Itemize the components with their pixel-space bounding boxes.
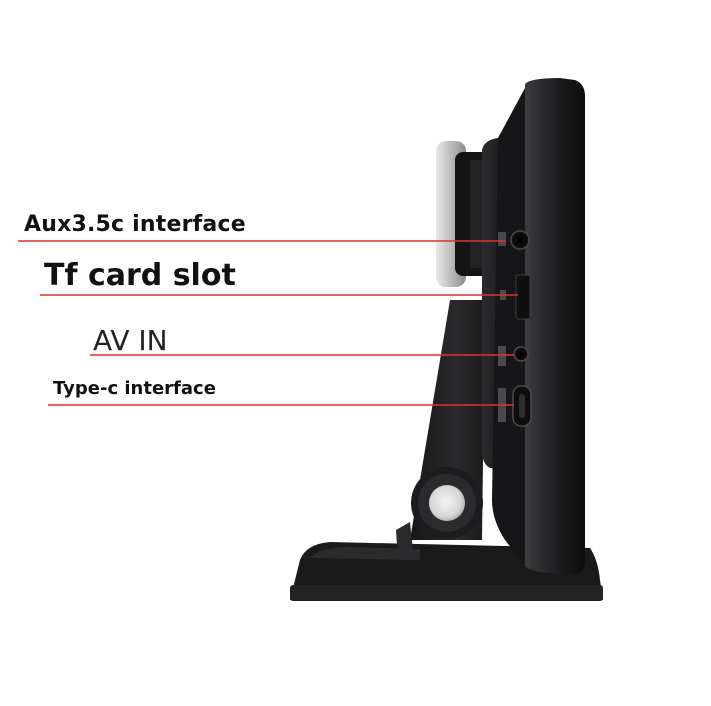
av-in-label: AV IN [93,324,168,357]
device-body [482,78,585,574]
aux-interface-label: Aux3.5c interface [24,212,246,237]
av-port-icon [498,346,529,366]
usb-c-port-icon [498,385,532,427]
type-c-interface-label: Type-c interface [53,378,216,399]
magnetic-mount [436,141,490,287]
pivot-knob [411,467,483,539]
aux-port-icon [498,230,530,250]
tf-card-slot-label: Tf card slot [44,258,236,293]
